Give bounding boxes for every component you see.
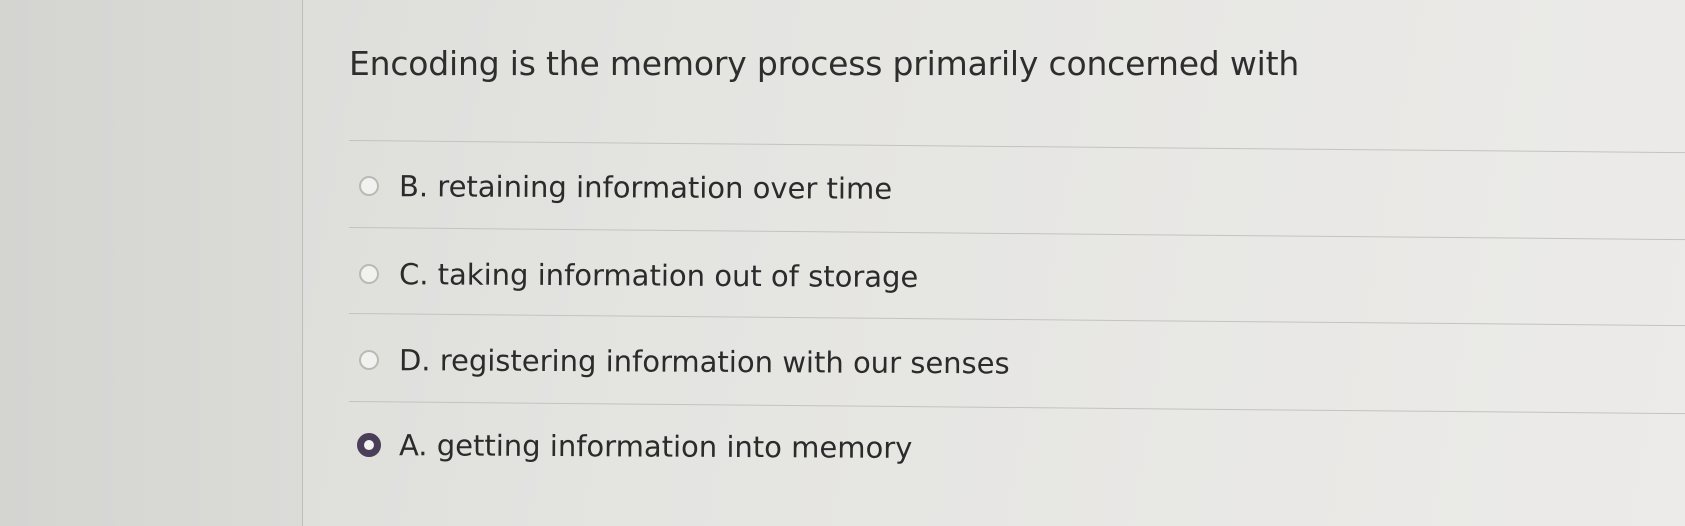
option-a-label: A. getting information into memory xyxy=(398,428,913,465)
question-panel: Encoding is the memory process primarily… xyxy=(303,0,1685,526)
radio-button-b[interactable] xyxy=(358,176,380,197)
option-c-label: C. taking information out of storage xyxy=(398,257,919,294)
option-b[interactable]: B. retaining information over time xyxy=(358,166,893,209)
divider xyxy=(348,313,1685,327)
divider xyxy=(348,140,1685,154)
option-d-label: D. registering information with our sens… xyxy=(398,343,1010,381)
radio-button-a-selected[interactable] xyxy=(356,432,382,458)
divider xyxy=(348,401,1685,415)
option-a[interactable]: A. getting information into memory xyxy=(356,425,913,468)
question-text: Encoding is the memory process primarily… xyxy=(349,44,1300,83)
option-d[interactable]: D. registering information with our sens… xyxy=(358,340,1010,383)
option-c[interactable]: C. taking information out of storage xyxy=(358,254,919,297)
option-b-label: B. retaining information over time xyxy=(398,169,893,206)
radio-button-d[interactable] xyxy=(358,350,380,371)
divider xyxy=(348,227,1685,241)
radio-button-c[interactable] xyxy=(358,264,380,285)
left-gutter xyxy=(0,0,303,526)
